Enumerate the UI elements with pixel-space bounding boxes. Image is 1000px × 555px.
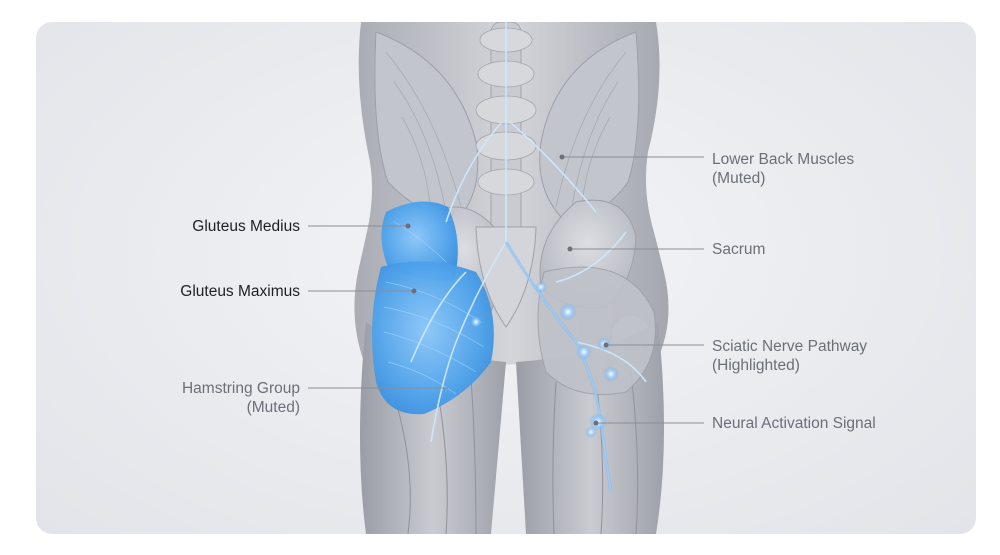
label-hamstring-line1: Hamstring Group <box>181 380 300 397</box>
label-lower-back-line1: Lower Back Muscles <box>712 151 855 168</box>
label-lower-back-line2: (Muted) <box>712 170 766 187</box>
label-gluteus-medius: Gluteus Medius <box>192 218 300 235</box>
sacrum-bone <box>475 226 537 328</box>
anatomy-illustration-card: Gluteus Medius Gluteus Maximus Hamstring… <box>36 22 976 534</box>
label-sciatic-nerve-pathway: Sciatic Nerve Pathway (Highlighted) <box>712 337 867 375</box>
label-sciatic-line1: Sciatic Nerve Pathway <box>712 338 868 355</box>
sciatic-nerve-pathway <box>504 241 613 493</box>
leader-dots <box>405 154 609 426</box>
leader-lines <box>308 156 704 424</box>
neural-signal-glows <box>470 281 619 438</box>
label-gluteus-maximus: Gluteus Maximus <box>180 283 300 300</box>
label-hamstring-group: Hamstring Group (Muted) <box>182 379 300 417</box>
label-hamstring-line2: (Muted) <box>246 399 300 416</box>
gluteus-maximus-highlight <box>372 261 494 415</box>
label-lower-back-muscles: Lower Back Muscles (Muted) <box>712 150 854 188</box>
gluteus-fibres <box>383 221 485 395</box>
label-sciatic-line2: (Highlighted) <box>712 357 800 374</box>
gluteus-medius-highlight <box>381 201 458 281</box>
anatomy-figure <box>308 22 704 534</box>
label-neural-activation-signal: Neural Activation Signal <box>712 415 876 432</box>
label-sacrum: Sacrum <box>712 241 766 258</box>
